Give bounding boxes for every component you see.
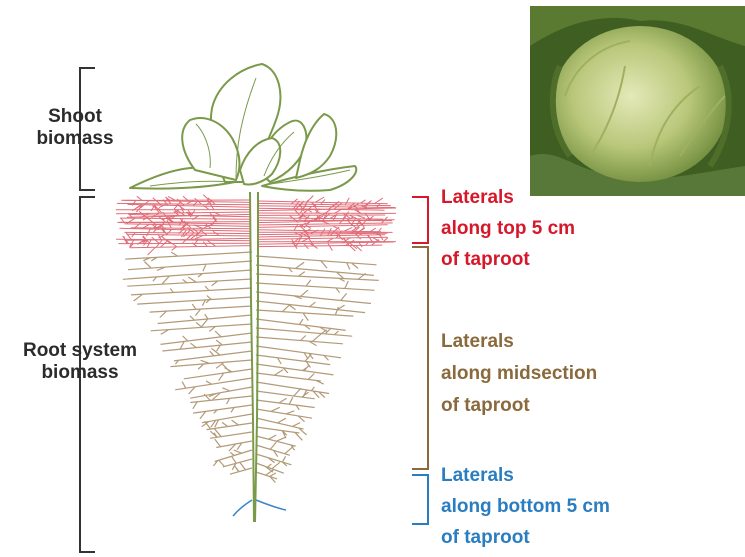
lateral-root	[256, 290, 371, 303]
laterals-mid-label: Laterals along midsection of taproot	[441, 326, 597, 422]
lateral-root	[256, 364, 333, 375]
bottom-laterals	[233, 500, 286, 516]
lateral-root	[131, 286, 252, 301]
lateral-root	[215, 439, 252, 451]
lateral-root	[150, 304, 252, 317]
taproot	[250, 192, 258, 522]
root-system-biomass-label: Root system biomass	[8, 340, 152, 384]
lateral-root	[256, 256, 377, 270]
lateral-root	[128, 261, 252, 271]
top-laterals	[116, 195, 397, 255]
lateral-root	[175, 378, 252, 394]
lateral-root	[127, 277, 252, 286]
shoot-biomass-label: Shoot biomass	[30, 106, 120, 150]
lateral-root	[171, 360, 253, 369]
lateral-root	[123, 270, 252, 284]
mid-bracket	[412, 247, 428, 469]
lateral-root	[256, 454, 291, 466]
lettuce-photo	[530, 6, 745, 196]
shoot-leaves	[130, 64, 356, 191]
top-bracket	[412, 197, 428, 243]
lateral-root	[190, 387, 252, 400]
laterals-bottom-label: Laterals along bottom 5 cm of taproot	[441, 460, 610, 553]
lateral-root	[210, 429, 252, 439]
bottom-bracket	[412, 475, 428, 524]
lateral-root	[137, 296, 252, 306]
lateral-root	[256, 272, 379, 282]
lateral-root	[125, 252, 252, 261]
bottom-lateral-root	[233, 500, 286, 516]
lateral-root	[256, 334, 343, 346]
lateral-root	[193, 405, 252, 419]
lateral-root	[256, 397, 315, 410]
lateral-root	[151, 322, 252, 334]
lateral-root	[174, 348, 252, 364]
lateral-root	[256, 346, 341, 360]
lateral-root	[162, 340, 252, 351]
lateral-root	[256, 280, 375, 293]
lateral-root	[256, 262, 374, 278]
lateral-root	[256, 470, 277, 483]
